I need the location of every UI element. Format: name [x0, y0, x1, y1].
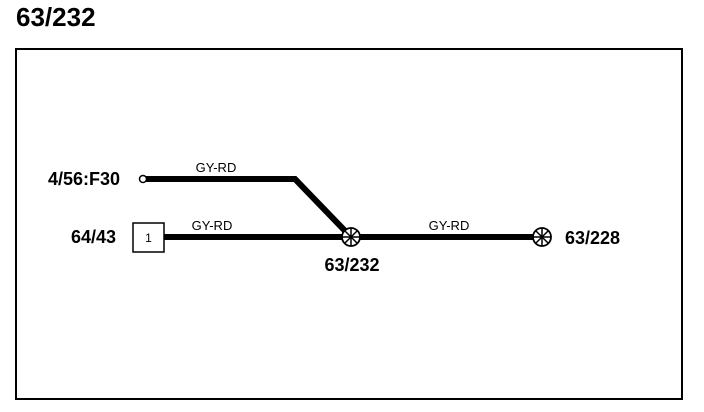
- fuse-terminal-icon[interactable]: [138, 174, 148, 184]
- wire-lower-left-label: GY-RD: [192, 218, 233, 233]
- splice-right-icon[interactable]: [532, 227, 552, 247]
- splice-center-label: 63/232: [324, 255, 379, 275]
- wire-upper-label: GY-RD: [196, 160, 237, 175]
- fuse-connector-label: 4/56:F30: [48, 169, 120, 189]
- diagram-frame: [15, 48, 683, 400]
- splice-center-icon[interactable]: [341, 227, 361, 247]
- pin-number: 1: [145, 231, 152, 245]
- wire-right-label: GY-RD: [429, 218, 470, 233]
- pin-connector-box[interactable]: [132, 222, 165, 253]
- pin-connector-label: 64/43: [71, 227, 116, 247]
- page-title: 63/232: [16, 2, 96, 32]
- splice-right-label: 63/228: [565, 228, 620, 248]
- wire-upper[interactable]: [146, 176, 353, 239]
